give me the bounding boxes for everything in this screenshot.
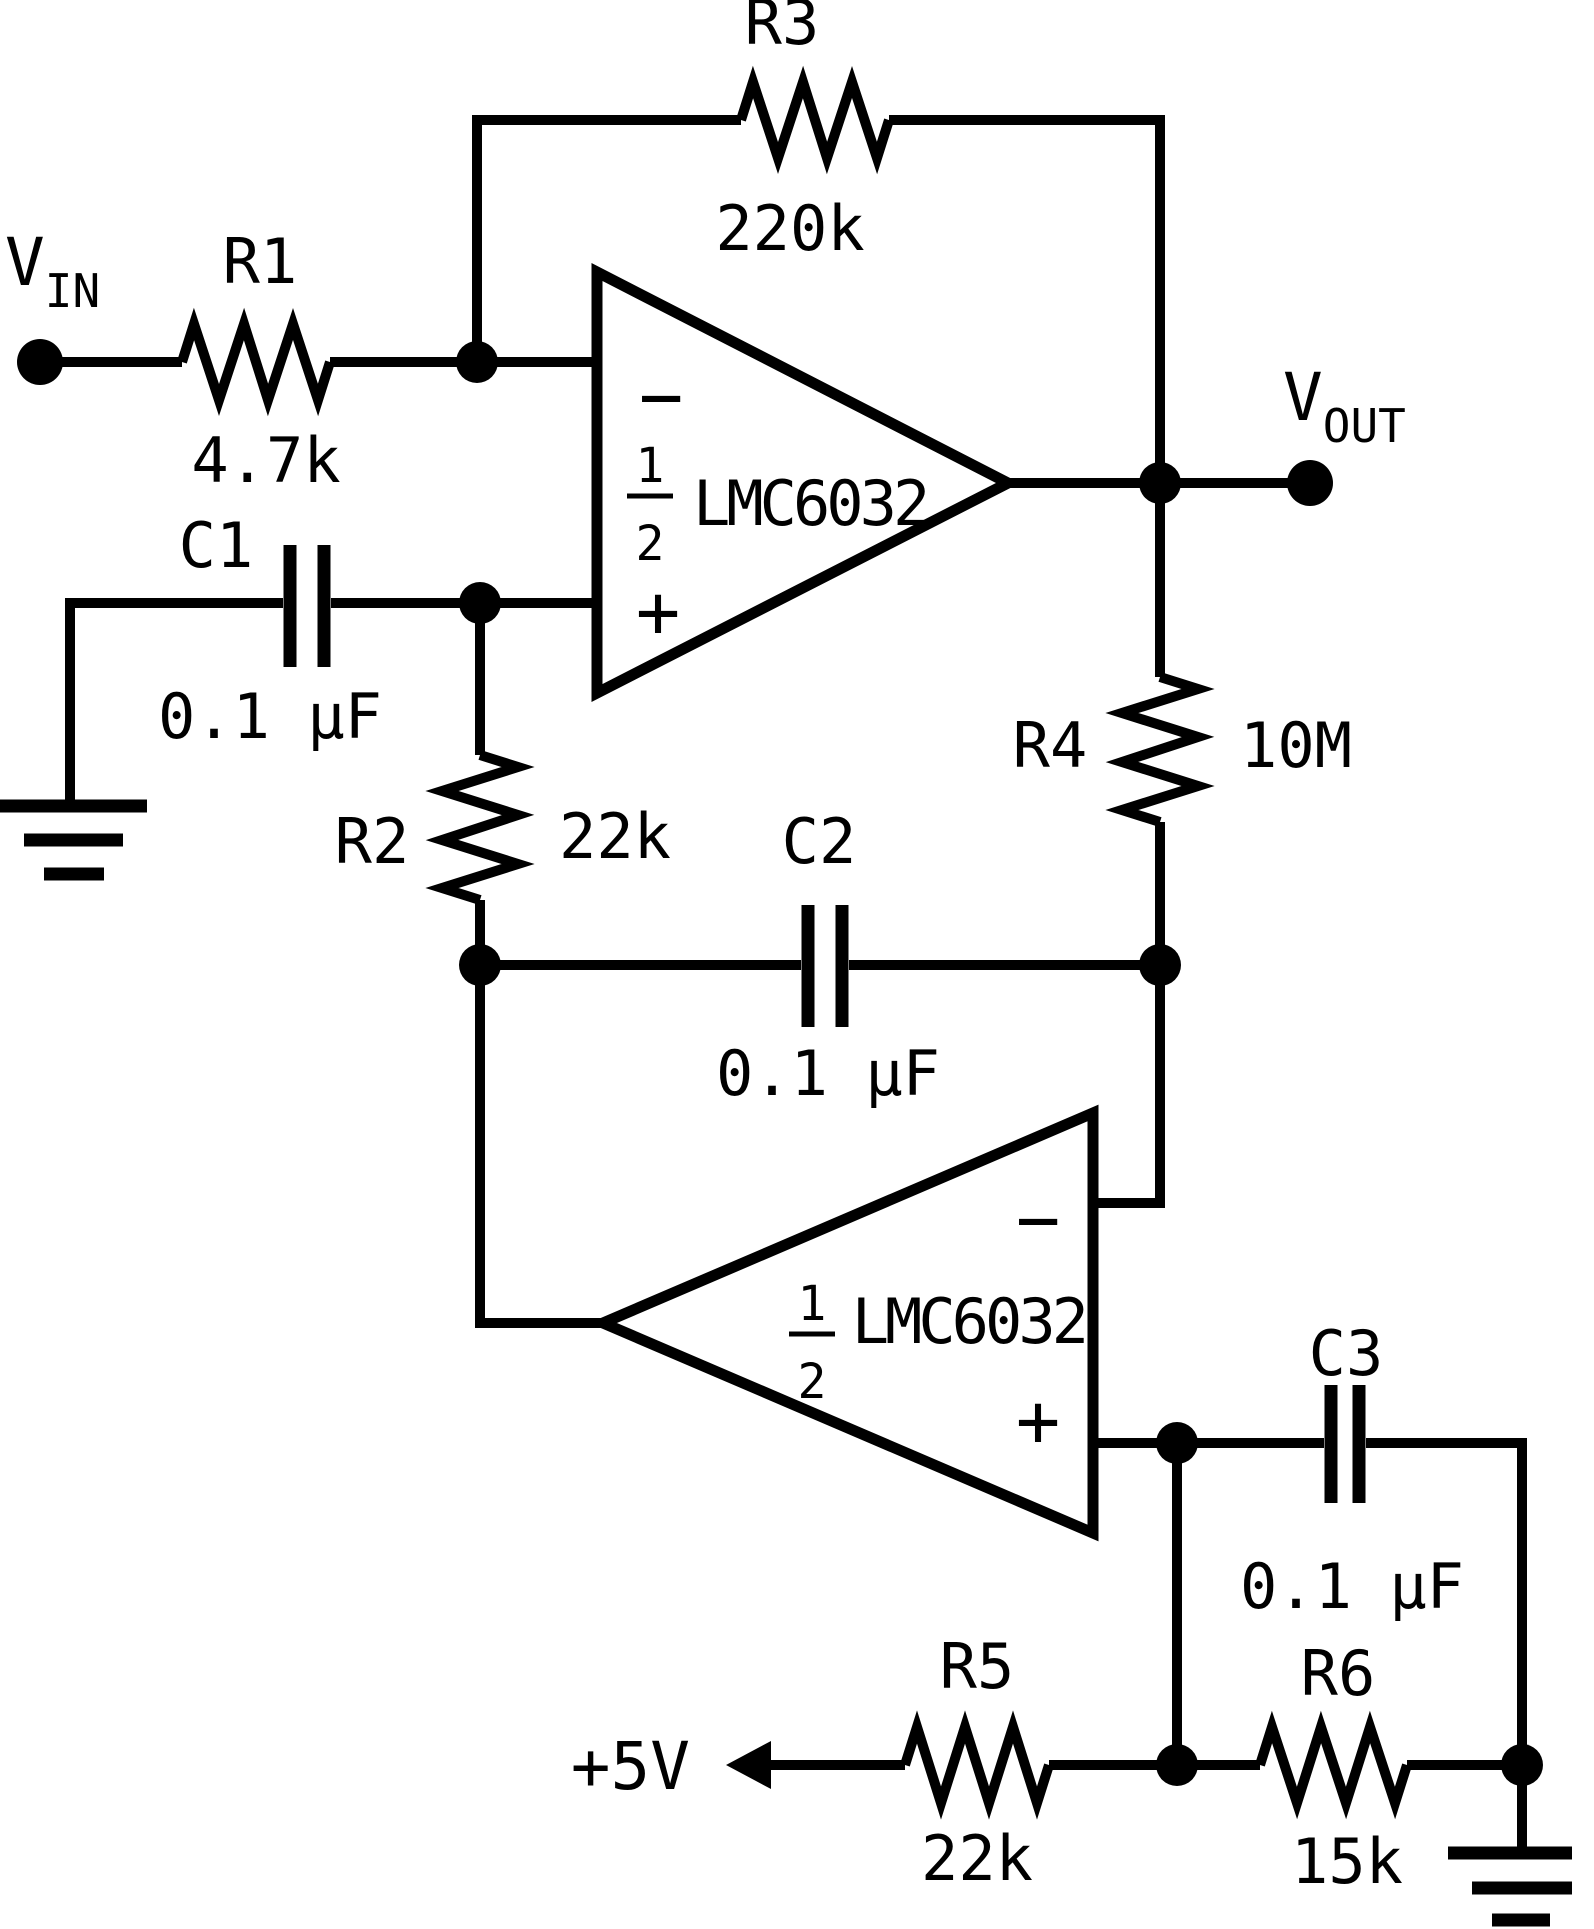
opamp1-fraction-numerator: 1 bbox=[636, 438, 665, 494]
vin-subscript: IN bbox=[45, 264, 100, 318]
junction-dot bbox=[1156, 1744, 1198, 1786]
r1-value-label: 4.7k bbox=[191, 424, 340, 497]
wire bbox=[472, 115, 741, 362]
r6-value-label: 15k bbox=[1291, 1825, 1403, 1898]
junction-dot bbox=[1156, 1422, 1198, 1464]
junction-dot bbox=[1139, 944, 1181, 986]
supply-label: +5V bbox=[571, 1728, 690, 1805]
ground-icon bbox=[0, 799, 147, 881]
c2-ref-label: C2 bbox=[782, 805, 857, 878]
junction-dot bbox=[459, 582, 501, 624]
junction-dot bbox=[1501, 1744, 1543, 1786]
capacitor-c2-symbol bbox=[801, 905, 849, 1027]
vout-terminal-dot bbox=[1287, 460, 1333, 506]
wire bbox=[1093, 822, 1165, 1208]
capacitor-c1-symbol bbox=[283, 545, 331, 667]
c2-value-label: 0.1 μF bbox=[716, 1037, 940, 1110]
resistor-r6-symbol bbox=[1255, 1710, 1412, 1820]
ground-icon bbox=[1448, 1846, 1572, 1927]
opamp2-noninverting-label: + bbox=[1016, 1378, 1061, 1464]
junction-dot bbox=[456, 341, 498, 383]
opamp1-inverting-label: − bbox=[639, 354, 684, 440]
opamp2-body bbox=[589, 1104, 1099, 1542]
r2-ref-label: R2 bbox=[335, 805, 410, 878]
vout-base: V bbox=[1283, 359, 1323, 436]
wire bbox=[1366, 1438, 1527, 1765]
opamp2-fraction-denominator: 2 bbox=[798, 1354, 827, 1410]
r3-ref-label: R3 bbox=[745, 0, 820, 59]
c1-value-label: 0.1 μF bbox=[158, 680, 382, 753]
wire bbox=[475, 900, 603, 1328]
vin-terminal-dot bbox=[17, 339, 63, 385]
capacitor-c3-symbol bbox=[1324, 1385, 1366, 1503]
r6-ref-label: R6 bbox=[1301, 1637, 1376, 1710]
vin-base: V bbox=[5, 224, 45, 301]
r4-ref-label: R4 bbox=[1013, 709, 1088, 782]
r4-value-label: 10M bbox=[1240, 709, 1352, 782]
opamp2-labels: − 1 2 LMC6032 + bbox=[789, 1177, 1089, 1464]
resistor-r5-symbol bbox=[900, 1710, 1054, 1820]
resistor-r1-symbol bbox=[177, 307, 335, 417]
vout-subscript: OUT bbox=[1323, 399, 1406, 453]
wire bbox=[889, 115, 1165, 677]
opamp2-fraction-numerator: 1 bbox=[798, 1276, 827, 1332]
vin-label: VIN bbox=[5, 224, 100, 318]
opamp1-body bbox=[591, 262, 1021, 702]
junction-dot bbox=[1139, 462, 1181, 504]
vout-label: VOUT bbox=[1283, 359, 1406, 453]
opamp1-noninverting-label: + bbox=[636, 569, 681, 655]
wire bbox=[65, 598, 283, 806]
c1-ref-label: C1 bbox=[179, 509, 254, 582]
c3-ref-label: C3 bbox=[1309, 1317, 1384, 1390]
opamp1-fraction-denominator: 2 bbox=[636, 516, 665, 572]
opamp1-labels: − 1 2 LMC6032 + bbox=[627, 354, 930, 655]
opamp2-part-label: LMC6032 bbox=[852, 1285, 1085, 1358]
resistor-r4-symbol bbox=[1105, 672, 1215, 827]
resistor-r3-symbol bbox=[736, 65, 894, 175]
r1-ref-label: R1 bbox=[223, 225, 298, 298]
r3-value-label: 220k bbox=[715, 192, 864, 265]
supply-arrow-icon bbox=[726, 1741, 771, 1789]
opamp2-inverting-label: − bbox=[1016, 1177, 1061, 1263]
r2-value-label: 22k bbox=[559, 800, 671, 873]
resistor-r2-symbol bbox=[425, 750, 535, 905]
r5-ref-label: R5 bbox=[940, 1630, 1015, 1703]
opamp1-part-label: LMC6032 bbox=[693, 467, 926, 540]
r5-value-label: 22k bbox=[921, 1822, 1033, 1895]
c3-value-label: 0.1 μF bbox=[1240, 1550, 1464, 1623]
junction-dot bbox=[459, 944, 501, 986]
